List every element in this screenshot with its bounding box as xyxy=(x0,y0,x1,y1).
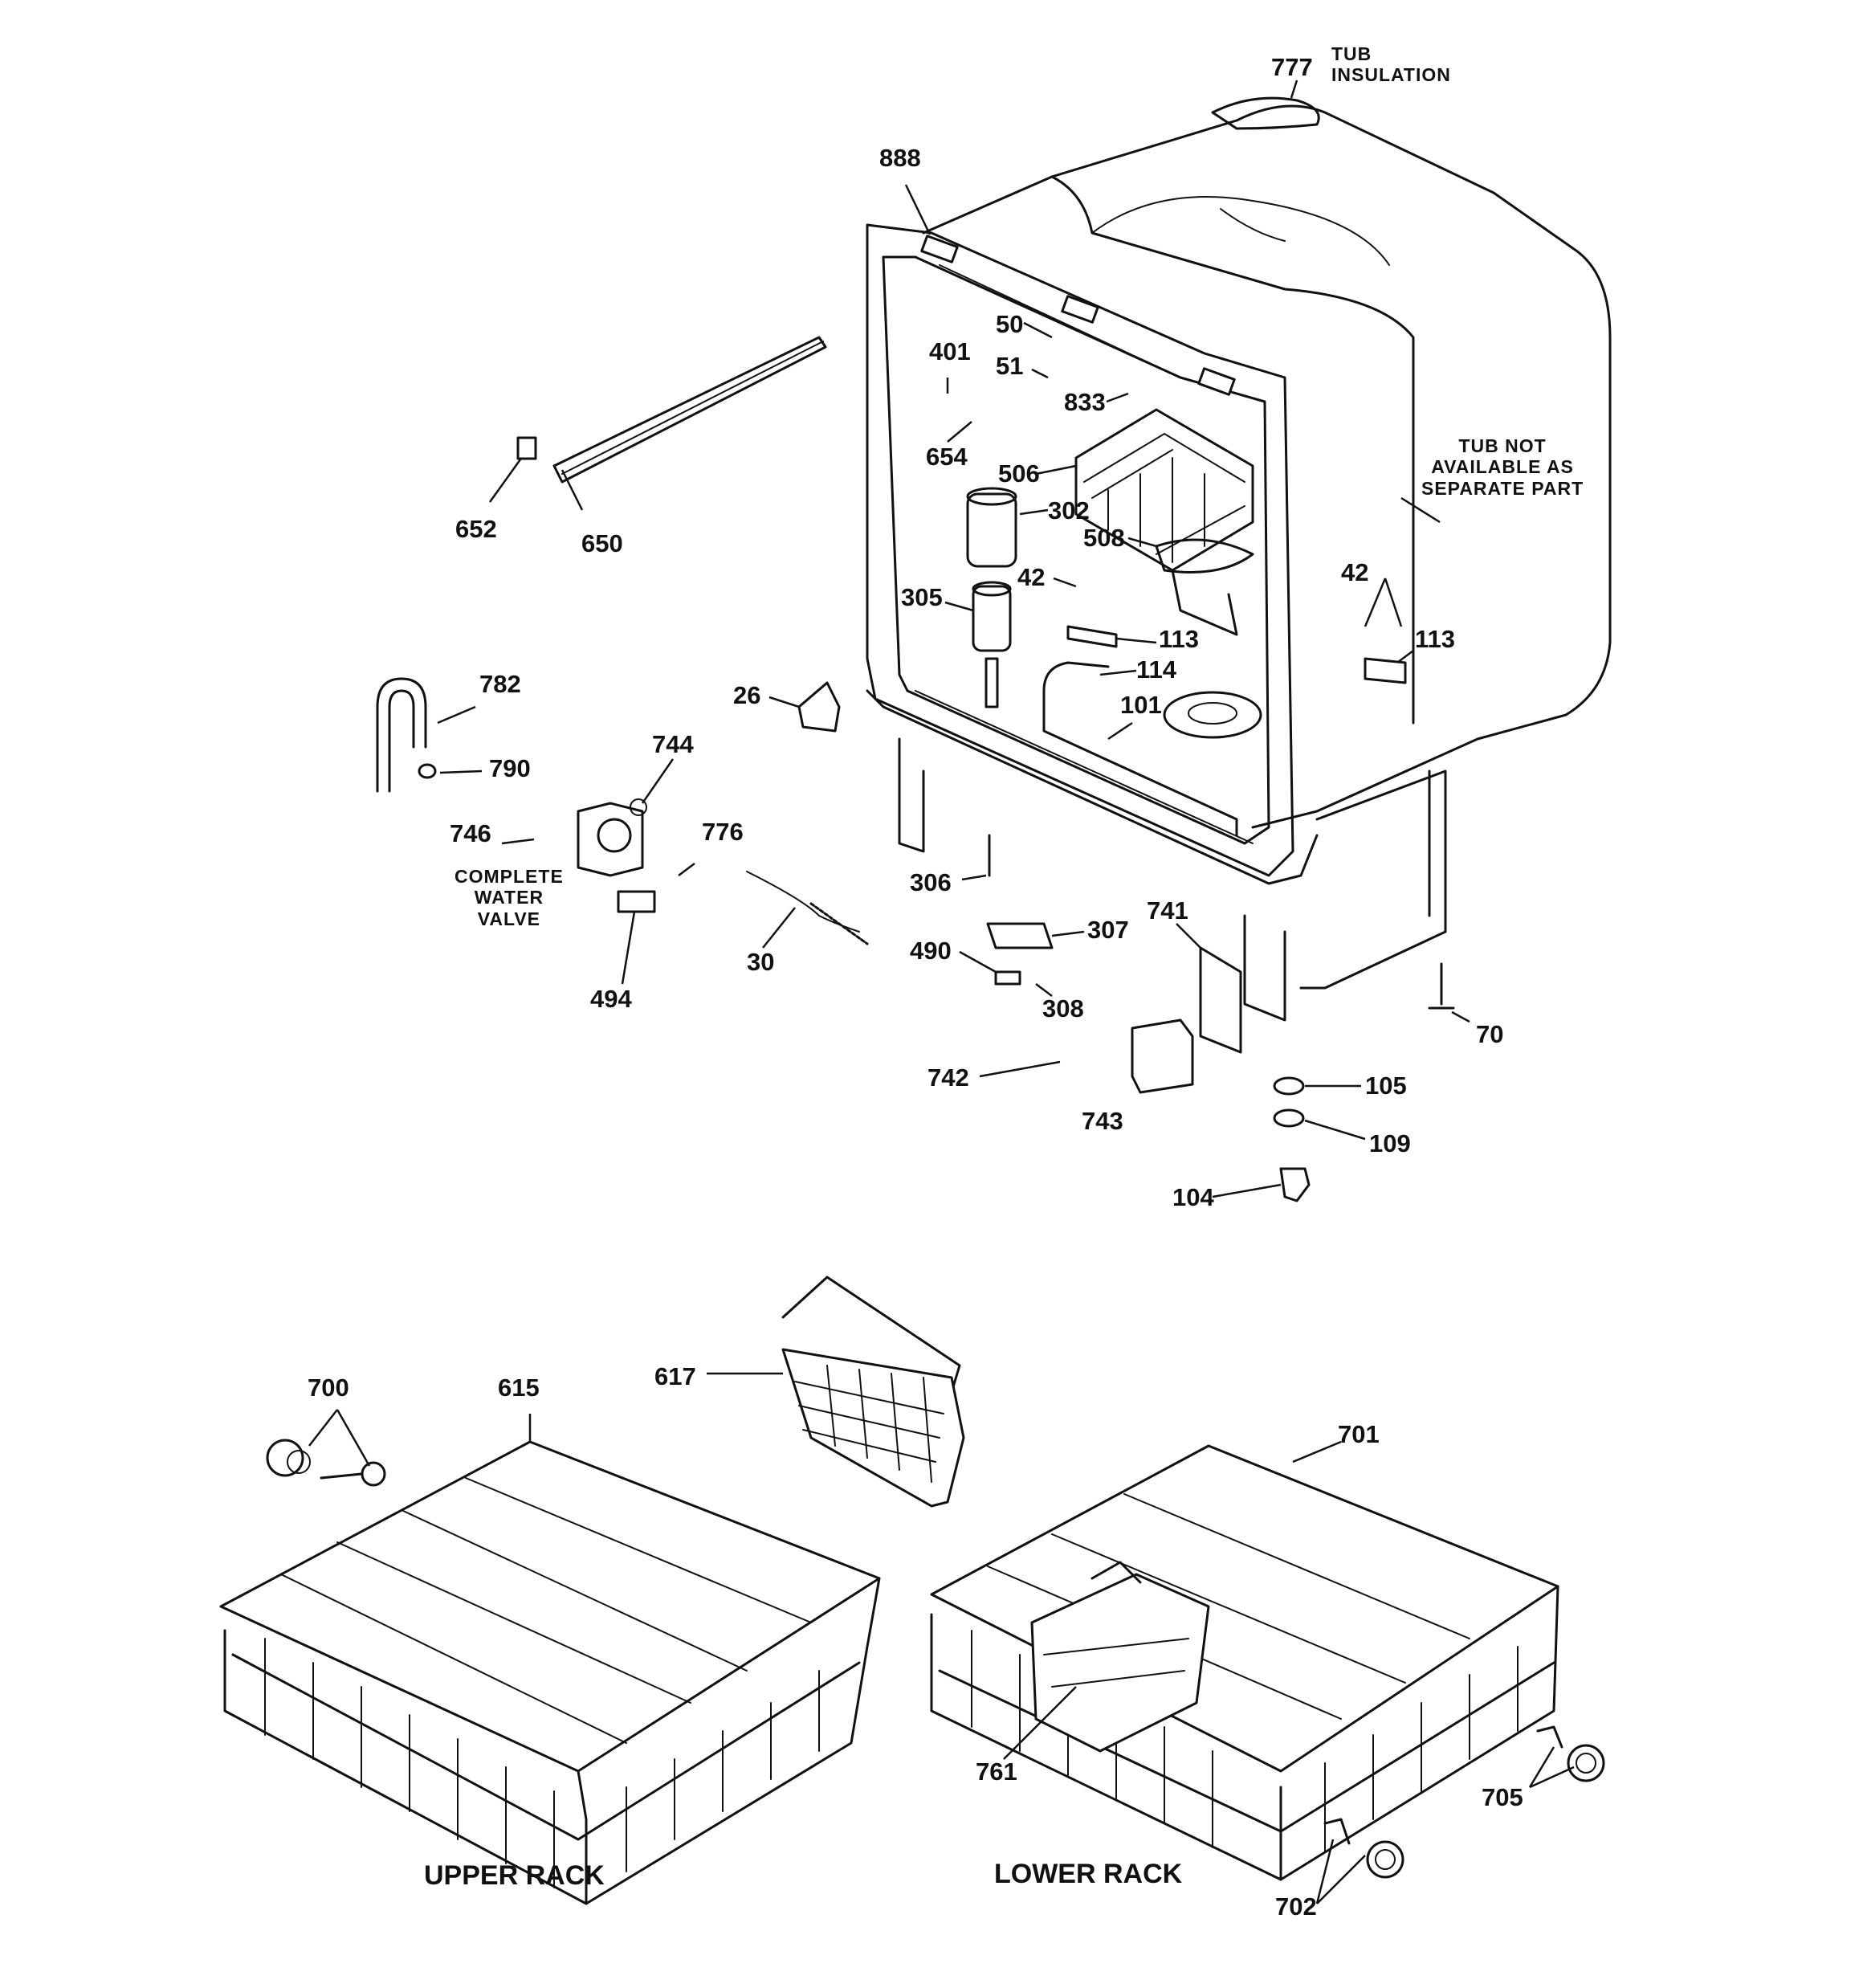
part-label-109: 109 xyxy=(1369,1129,1411,1157)
part-label-777: 777 xyxy=(1271,53,1313,81)
part-label-705: 705 xyxy=(1482,1783,1523,1811)
part-label-833: 833 xyxy=(1064,388,1106,416)
upper-rack xyxy=(219,1439,881,1905)
part-label-113-side: 113 xyxy=(1415,625,1456,653)
part-label-42-front: 42 xyxy=(1017,563,1046,591)
part-label-744: 744 xyxy=(652,730,694,758)
complete-water-valve-note: COMPLETE WATER VALVE xyxy=(455,866,564,929)
part-label-742: 742 xyxy=(927,1063,969,1092)
part-label-26: 26 xyxy=(733,681,761,709)
part-label-508: 508 xyxy=(1083,524,1125,552)
lower-rack-caption: LOWER RACK xyxy=(994,1859,1183,1889)
tub-assembly xyxy=(376,96,1612,1202)
part-label-743: 743 xyxy=(1082,1107,1123,1135)
upper-rack-caption: UPPER RACK xyxy=(424,1860,605,1891)
part-label-615: 615 xyxy=(498,1374,540,1402)
part-label-741: 741 xyxy=(1147,896,1188,925)
part-label-761: 761 xyxy=(976,1757,1017,1786)
part-label-700: 700 xyxy=(308,1374,349,1402)
part-label-506: 506 xyxy=(998,459,1040,488)
part-label-654: 654 xyxy=(926,443,968,471)
lower-rack xyxy=(930,1444,1605,1881)
part-label-702: 702 xyxy=(1275,1892,1317,1921)
part-label-30: 30 xyxy=(747,948,775,976)
silverware-basket xyxy=(781,1276,965,1508)
part-label-782: 782 xyxy=(479,670,521,698)
part-label-617: 617 xyxy=(654,1362,696,1390)
part-label-51: 51 xyxy=(996,352,1024,380)
part-label-306: 306 xyxy=(910,868,952,896)
part-label-776: 776 xyxy=(702,818,744,846)
part-label-746: 746 xyxy=(450,819,491,847)
leader-lines xyxy=(308,80,1575,1904)
part-label-701: 701 xyxy=(1338,1420,1380,1448)
part-label-307: 307 xyxy=(1087,916,1129,944)
part-label-888: 888 xyxy=(879,144,921,172)
part-label-104: 104 xyxy=(1172,1183,1214,1211)
part-label-790: 790 xyxy=(489,754,531,782)
part-label-302: 302 xyxy=(1048,496,1090,525)
part-label-70: 70 xyxy=(1476,1020,1504,1048)
part-label-101: 101 xyxy=(1120,691,1162,719)
part-label-50: 50 xyxy=(996,310,1024,338)
part-label-494: 494 xyxy=(590,985,632,1013)
tub-insulation-note: TUB INSULATION xyxy=(1331,43,1451,86)
part-label-401: 401 xyxy=(929,337,971,365)
part-label-114: 114 xyxy=(1136,655,1177,684)
part-label-652: 652 xyxy=(455,515,497,543)
part-label-308: 308 xyxy=(1042,994,1084,1023)
part-label-105: 105 xyxy=(1365,1072,1407,1100)
part-label-42-side: 42 xyxy=(1341,558,1369,586)
part-label-305: 305 xyxy=(901,583,943,611)
part-label-490: 490 xyxy=(910,937,952,965)
part-label-650: 650 xyxy=(581,529,623,557)
part-label-113-front: 113 xyxy=(1159,625,1200,653)
tub-not-available-note: TUB NOT AVAILABLE AS SEPARATE PART xyxy=(1421,435,1584,499)
